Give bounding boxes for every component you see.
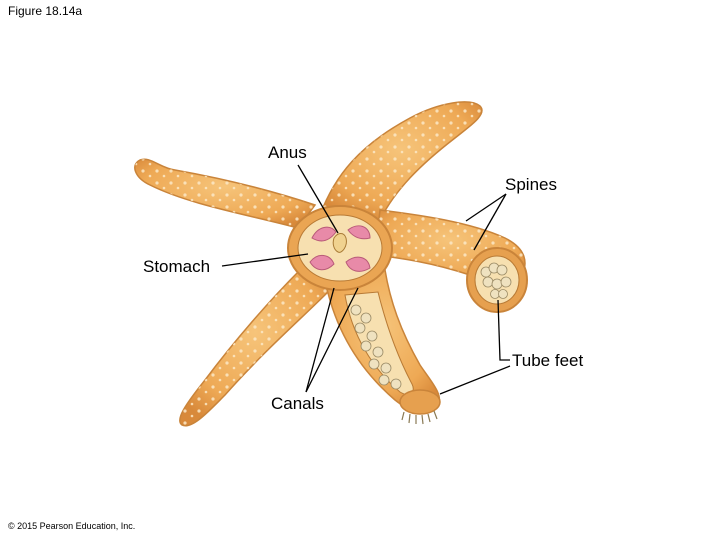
central-disc (287, 205, 393, 291)
tube-feet-cross-section (480, 262, 512, 299)
label-tube-feet: Tube feet (512, 351, 584, 370)
tube-feet-tips (401, 410, 438, 425)
label-spines: Spines (505, 175, 557, 194)
label-anus: Anus (268, 143, 307, 162)
tube-feet-row (350, 304, 402, 390)
arm-bottom-cut (324, 269, 441, 425)
copyright-notice: © 2015 Pearson Education, Inc. (8, 521, 136, 531)
leader-lines (221, 164, 511, 395)
label-stomach: Stomach (143, 257, 211, 276)
figure-title: Figure 18.14a (8, 4, 83, 18)
arm-top (318, 101, 483, 221)
arm-lower-left (179, 269, 332, 427)
label-canals: Canals (271, 394, 324, 413)
stomach-shape (309, 225, 371, 272)
arm-right-cut (374, 209, 528, 313)
arm-upper-left (134, 158, 317, 229)
